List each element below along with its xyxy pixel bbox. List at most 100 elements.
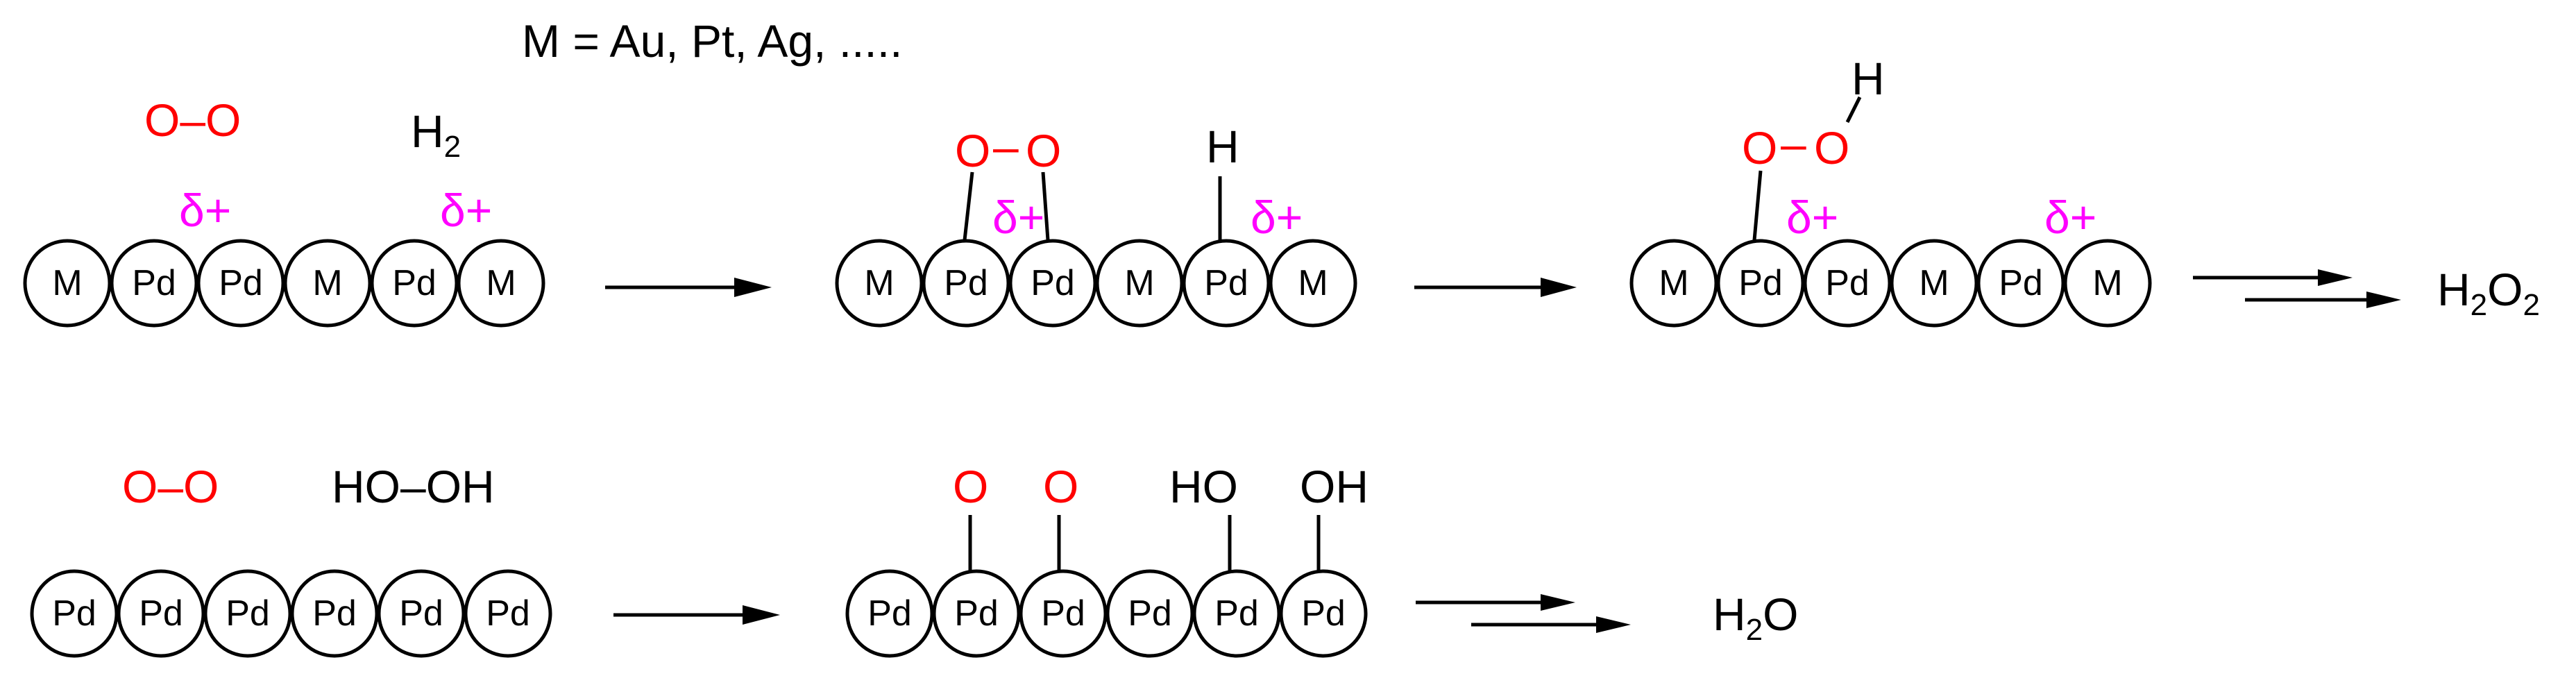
oh-bond [1845, 96, 1862, 124]
product-h-subscript: 2 [1746, 613, 1763, 647]
row2-reactant-peroxide: HO–OH [332, 461, 495, 512]
pd-oxygen-bond [963, 171, 974, 241]
atom-label-palladium: Pd [226, 593, 270, 634]
atom-label-metal: M [1124, 263, 1154, 303]
atom-circle [1182, 239, 1271, 328]
hydroperoxy-oxygen-1: O [1742, 122, 1777, 174]
partial-charge-label: δ+ [2044, 192, 2096, 243]
atom-circle [110, 239, 198, 328]
atom-label-palladium: Pd [52, 593, 96, 634]
partial-charge-label: δ+ [440, 185, 492, 236]
atom-label-palladium: Pd [486, 593, 530, 634]
product-o: O [1763, 589, 1798, 640]
hydroperoxy-hydrogen: H [1852, 53, 1885, 104]
reaction-arrow [1414, 278, 1577, 297]
atom-circle [922, 239, 1010, 328]
atom-label-palladium: Pd [1738, 263, 1783, 303]
atom-label-palladium: Pd [1825, 263, 1870, 303]
atom-circle [2063, 239, 2152, 328]
atom-circle [1716, 239, 1805, 328]
pd-oxygen-bond [1752, 170, 1763, 241]
atom-label-palladium: Pd [139, 593, 183, 634]
row1-hydrogen-subscript: 2 [444, 130, 461, 164]
atom-circle [1976, 239, 2065, 328]
row2-product-water: H2O [1713, 589, 1799, 647]
reaction-arrow [605, 278, 772, 297]
atom-circle [283, 239, 372, 328]
atom-label-palladium: Pd [132, 263, 176, 303]
multistep-arrow [2193, 269, 2401, 308]
atom-label-palladium: Pd [312, 593, 357, 634]
atom-circle [196, 239, 285, 328]
multistep-arrow [1416, 594, 1631, 633]
atom-label-palladium: Pd [867, 593, 912, 634]
atom-label-palladium: Pd [1031, 263, 1075, 303]
product-h: H [2437, 264, 2471, 315]
row1-chain-hydroperoxy: M Pd Pd M Pd M O – O H δ+ δ+ [1629, 53, 2152, 328]
row1-chain-initial: M Pd Pd M Pd M δ+ δ+ [23, 185, 545, 328]
atom-label-palladium: Pd [1128, 593, 1172, 634]
atom-circle [370, 239, 459, 328]
atom-label-metal: M [486, 263, 516, 303]
atom-label-palladium: Pd [944, 263, 988, 303]
partial-charge-label: δ+ [992, 192, 1044, 243]
row2-chain-dissociated: Pd Pd Pd Pd Pd Pd O O HO OH [845, 461, 1368, 658]
adsorbed-oxygen-left: O [955, 125, 990, 176]
atom-label-metal: M [52, 263, 82, 303]
atom-circle [1269, 239, 1357, 328]
atom-label-palladium: Pd [1041, 593, 1085, 634]
adsorbed-oxygen-atom: O [953, 461, 988, 512]
atom-label-palladium: Pd [392, 263, 437, 303]
atom-circle [1279, 569, 1368, 658]
atom-circle [457, 239, 545, 328]
adsorbed-hydroxyl: HO [1169, 461, 1238, 512]
atom-circle [30, 569, 119, 658]
atom-label-palladium: Pd [1301, 593, 1346, 634]
atom-circle [377, 569, 466, 658]
atom-circle [1105, 569, 1194, 658]
atom-circle [835, 239, 924, 328]
product-o-subscript: 2 [2523, 288, 2540, 322]
atom-label-metal: M [2092, 263, 2122, 303]
row2-reactant-oxygen: O–O [122, 461, 219, 512]
row1-product-hydrogen-peroxide: H2O2 [2437, 264, 2540, 322]
metal-definition: M = Au, Pt, Ag, ..... [522, 15, 902, 67]
atom-circle [1629, 239, 1718, 328]
row1-reactant-hydrogen: H2 [411, 105, 461, 164]
atom-label-metal: M [864, 263, 894, 303]
atom-circle [1008, 239, 1097, 328]
reaction-arrow [613, 605, 780, 625]
adsorbed-oxygen-right: O [1026, 125, 1061, 176]
partial-charge-label: δ+ [1251, 192, 1303, 243]
atom-circle [1019, 569, 1108, 658]
atom-circle [1095, 239, 1184, 328]
adsorbed-oxygen-dash: – [993, 121, 1019, 172]
row2-chain-initial: Pd Pd Pd Pd Pd Pd [30, 569, 552, 658]
atom-label-metal: M [312, 263, 342, 303]
atom-label-palladium: Pd [1214, 593, 1259, 634]
partial-charge-label: δ+ [1786, 192, 1838, 243]
atom-circle [1803, 239, 1892, 328]
atom-label-palladium: Pd [1204, 263, 1248, 303]
atom-circle [290, 569, 379, 658]
hydroperoxy-dash: – [1781, 118, 1806, 169]
atom-circle [203, 569, 292, 658]
adsorbed-hydroxyl: OH [1300, 461, 1368, 512]
partial-charge-label: δ+ [179, 185, 231, 236]
row1-hydrogen-base: H [411, 105, 444, 157]
adsorbed-oxygen-atom: O [1043, 461, 1078, 512]
atom-circle [845, 569, 934, 658]
row1-chain-adsorbed: M Pd Pd M Pd M O – O H δ+ δ+ [835, 121, 1357, 328]
atom-label-metal: M [1659, 263, 1688, 303]
atom-circle [117, 569, 205, 658]
row1-reactant-oxygen: O–O [144, 94, 241, 146]
pd-oxygen-bond [1041, 171, 1050, 241]
product-h-subscript: 2 [2471, 288, 2487, 322]
hydroperoxy-oxygen-2: O [1814, 122, 1849, 174]
atom-label-palladium: Pd [954, 593, 999, 634]
product-o: O [2487, 264, 2523, 315]
atom-circle [932, 569, 1021, 658]
atom-label-palladium: Pd [399, 593, 443, 634]
atom-label-palladium: Pd [219, 263, 263, 303]
